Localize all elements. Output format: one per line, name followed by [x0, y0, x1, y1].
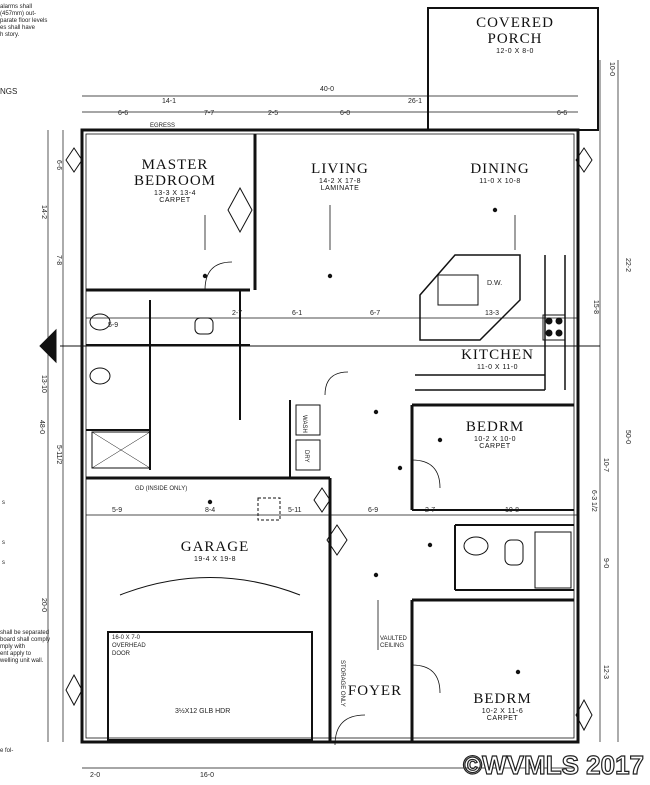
dim-top-seg-1: 6-6 — [118, 110, 129, 117]
dim-right-1: 10-0 — [608, 62, 615, 77]
overhead-door-label-2: OVERHEAD — [112, 643, 146, 649]
living-finish: LAMINATE — [320, 185, 360, 193]
wash-label: WASH — [301, 415, 307, 433]
dining-size: 11-0 X 10-8 — [479, 177, 521, 185]
note-top-left-2: (457mm) out- — [0, 11, 37, 17]
master-bedroom-size: 13-3 X 13-4 — [153, 189, 197, 197]
water-heater-label: GD (INSIDE ONLY) — [135, 486, 188, 492]
note-top-left-5: h story. — [0, 32, 20, 38]
dim-int1-1: 2-7 — [232, 310, 243, 317]
dim-top-upper-2: 26-1 — [408, 98, 423, 105]
dim-int1-3: 6-7 — [370, 310, 381, 317]
dim-int2-1: 5-9 — [112, 507, 123, 514]
dim-int2-5: 2-7 — [425, 507, 436, 514]
master-bedroom-label: MASTER BEDROOM 13-3 X 13-4 CARPET — [105, 157, 245, 204]
dim-top-total: 40-0 — [320, 86, 335, 93]
dim-left-4: 5-9 — [108, 322, 119, 329]
dim-left-total: 48-0 — [38, 420, 45, 435]
egress-label: EGRESS — [150, 123, 176, 129]
dishwasher-label: D.W. — [487, 280, 503, 287]
dim-top-upper-1: 14-1 — [162, 98, 177, 105]
dim-int2-4: 6-9 — [368, 507, 379, 514]
note-bottom-left: e fol- — [0, 748, 14, 754]
dim-left-6: 5-11/2 — [55, 445, 62, 465]
dim-bottom-1: 2-0 — [90, 772, 101, 779]
foyer-name: FOYER — [347, 683, 403, 699]
storage-label: STORAGE ONLY — [339, 660, 345, 707]
bedrm-south-label: BEDRM 10-2 X 11-6 CARPET — [455, 691, 550, 723]
covered-porch-name-1: COVERED — [476, 15, 554, 31]
dining-label: DINING 11-0 X 10-8 — [455, 161, 545, 185]
kitchen-label: KITCHEN 11-0 X 11-0 — [450, 347, 545, 371]
dim-int1-2: 6-1 — [292, 310, 303, 317]
dim-int2-2: 8-4 — [205, 507, 216, 514]
covered-porch-label: COVERED PORCH 12-0 X 8-0 — [440, 15, 590, 55]
note-top-left-3: parate floor levels — [0, 18, 48, 24]
bedrm-east-label: BEDRM 10-2 X 10-0 CARPET — [450, 419, 540, 451]
bedrm-east-name: BEDRM — [465, 419, 525, 435]
dim-right-7: 9-0 — [602, 558, 609, 569]
note-left-small-1: s — [2, 500, 5, 506]
covered-porch-name-2: PORCH — [487, 30, 543, 47]
bedrm-east-finish: CARPET — [479, 443, 511, 451]
master-bedroom-name-2: BEDROOM — [133, 172, 216, 189]
bedrm-east-size: 10-2 X 10-0 — [473, 435, 517, 443]
kitchen-size: 11-0 X 11-0 — [476, 363, 519, 371]
dim-right-2: 22-2 — [624, 258, 631, 273]
garage-label: GARAGE 19-4 X 19-8 — [165, 539, 265, 563]
note-left-mid-5: welling unit wall. — [0, 658, 44, 664]
dim-top-seg-4: 6-0 — [340, 110, 351, 117]
note-left-mid-3: mply with — [0, 644, 26, 650]
master-bedroom-finish: CARPET — [159, 196, 191, 204]
dim-right-8: 12-3 — [602, 665, 609, 680]
dim-int2-6: 10-8 — [505, 507, 520, 514]
vaulted-ceiling-2: CEILING — [380, 643, 405, 649]
garage-name: GARAGE — [180, 539, 250, 555]
dim-right-3: 15-8 — [592, 300, 599, 315]
note-top-left-1: alarms shall — [0, 4, 33, 10]
bedrm-south-name: BEDRM — [473, 691, 532, 707]
living-size: 14-2 X 17-8 — [318, 177, 362, 185]
overhead-door-label-3: DOOR — [112, 651, 130, 657]
living-name: LIVING — [311, 161, 369, 177]
garage-size: 19-4 X 19-8 — [193, 555, 237, 563]
note-left-small-2: s — [2, 540, 5, 546]
dim-top-seg-2: 7-7 — [204, 110, 215, 117]
note-left-label: NGS — [0, 87, 18, 96]
covered-porch-size: 12-0 X 8-0 — [496, 47, 534, 55]
dim-left-3: 7-8 — [55, 255, 62, 266]
dim-int2-3: 5-11 — [288, 507, 302, 514]
note-left-small-3: s — [2, 560, 5, 566]
dim-bottom-2: 16-0 — [200, 772, 215, 779]
note-top-left-4: es shall have — [0, 25, 36, 31]
note-left-mid-2: board shall comply — [0, 637, 51, 643]
bedrm-south-finish: CARPET — [486, 715, 519, 723]
overhead-door-label-1: 16-0 X 7-0 — [112, 635, 141, 641]
dim-right-5: 10-7 — [602, 458, 609, 473]
bedrm-south-size: 10-2 X 11-6 — [481, 707, 524, 715]
covered-porch-outline — [427, 7, 599, 131]
dim-top-seg-3: 2-5 — [268, 110, 279, 117]
copyright-watermark: ©WVMLS 2017 — [462, 749, 644, 780]
note-left-mid-4: ent apply to — [0, 651, 32, 657]
foyer-label: FOYER — [345, 683, 405, 700]
master-bedroom-name-1: MASTER — [141, 157, 209, 173]
note-left-mid-1: shall be separated — [0, 630, 50, 636]
dim-right-4: 50-0 — [624, 430, 631, 445]
dining-name: DINING — [470, 161, 530, 177]
vaulted-ceiling-1: VAULTED — [380, 636, 407, 642]
living-label: LIVING 14-2 X 17-8 LAMINATE — [290, 161, 390, 193]
dim-int1-4: 13-3 — [485, 310, 500, 317]
kitchen-name: KITCHEN — [461, 347, 534, 363]
dim-left-7: 20-0 — [40, 598, 47, 613]
dim-left-2: 14-2 — [40, 205, 47, 220]
glb-header-label: 3½X12 GLB HDR — [175, 708, 231, 715]
dim-left-5: 13-10 — [40, 375, 47, 393]
dim-right-6: 6-3 1/2 — [590, 490, 597, 512]
dim-left-1: 6-6 — [55, 160, 62, 171]
dim-top-seg-5: 6-6 — [557, 110, 568, 117]
dry-label: DRY — [303, 450, 309, 463]
